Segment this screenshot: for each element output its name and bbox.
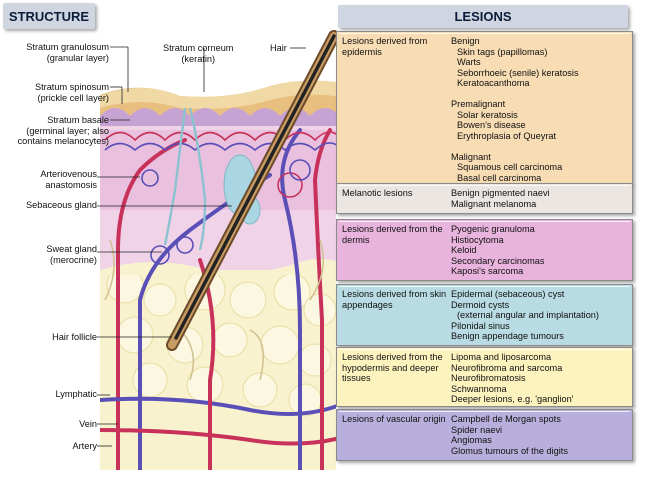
lesion-item: Deeper lesions, e.g. 'ganglion'	[451, 394, 574, 404]
lesion-item: Basal cell carcinoma	[457, 172, 542, 183]
lesion-item: Pyogenic granuloma	[451, 224, 535, 234]
lesion-item: Malignant melanoma	[451, 198, 537, 209]
lesion-item: Campbell de Morgan spots	[451, 414, 561, 424]
lesion-panel: Lesions of vascular origin Campbell de M…	[336, 409, 633, 461]
lesion-item: Keloid	[451, 245, 477, 255]
lesion-panel: Lesions derived from the hypodermis and …	[336, 347, 633, 407]
lesion-item: Kaposi's sarcoma	[451, 266, 524, 276]
lesion-item: Neurofibroma and sarcoma	[451, 362, 563, 373]
lesion-item: Schwannoma	[451, 383, 507, 394]
label-lymphatic: Lymphatic	[55, 389, 97, 399]
structure-header: STRUCTURE	[3, 3, 95, 29]
lesions-header: LESIONS	[338, 5, 628, 28]
lesion-panel: Lesions derived from the dermis Pyogenic…	[336, 219, 633, 281]
label-stratum-basale: Stratum basale (germinal layer; also con…	[17, 115, 109, 146]
label-sweat-gland: Sweat gland (merocrine)	[46, 244, 97, 265]
lesion-items: Benign pigmented naevi Malignant melanom…	[451, 188, 628, 209]
lesion-item: Histiocytoma	[451, 234, 504, 245]
lesion-items: Epidermal (sebaceous) cyst Dermoid cysts…	[451, 289, 628, 342]
lesion-item: Benign appendage tumours	[451, 331, 564, 341]
lesion-category: Lesions derived from the hypodermis and …	[342, 352, 443, 383]
lesion-items: Campbell de Morgan spots Spider naevi An…	[451, 414, 628, 456]
lesion-category: Lesions derived from skin appendages	[342, 289, 447, 310]
lesion-item: Erythroplasia of Queyrat	[457, 130, 557, 141]
lesion-item: Neurofibromatosis	[451, 373, 526, 383]
label-stratum-granulosum: Stratum granulosum (granular layer)	[26, 42, 109, 63]
lesion-item: Secondary carcinomas	[451, 255, 545, 266]
lesion-item: Malignant	[451, 151, 491, 162]
lesion-item: (external angular and implantation)	[457, 310, 599, 320]
label-hair: Hair	[270, 43, 287, 53]
lesion-item: Glomus tumours of the digits	[451, 445, 568, 456]
lesion-item: Lipoma and liposarcoma	[451, 352, 552, 362]
label-stratum-corneum: Stratum corneum (keratin)	[163, 43, 234, 64]
lesion-item: Skin tags (papillomas)	[457, 46, 548, 57]
lesion-category: Lesions of vascular origin	[342, 414, 446, 424]
lesion-item: Spider naevi	[451, 424, 503, 435]
lesion-panel: Melanotic lesions Benign pigmented naevi…	[336, 183, 633, 214]
lesion-item: Angiomas	[451, 435, 492, 445]
lesion-item: Squamous cell carcinoma	[457, 162, 563, 172]
lesion-item: Seborrhoeic (senile) keratosis	[457, 67, 579, 78]
lesion-category: Melanotic lesions	[342, 188, 413, 198]
lesion-item: Bowen's disease	[457, 120, 526, 130]
lesion-items: Lipoma and liposarcoma Neurofibroma and …	[451, 352, 628, 405]
label-sebaceous-gland: Sebaceous gland	[25, 200, 97, 210]
label-stratum-spinosum: Stratum spinosum (prickle cell layer)	[34, 82, 109, 103]
label-arteriovenous: Arteriovenous anastomosis	[40, 169, 97, 190]
label-hair-follicle: Hair follicle	[52, 332, 97, 342]
label-artery: Artery	[72, 441, 97, 451]
lesion-panel: Lesions derived from skin appendages Epi…	[336, 284, 633, 346]
lesion-item: Dermoid cysts	[451, 299, 510, 310]
lesion-panel: Lesions derived from epidermis Benign Sk…	[336, 31, 633, 184]
lesion-items: Pyogenic granuloma Histiocytoma Keloid S…	[451, 224, 628, 277]
lesion-items: Benign Skin tags (papillomas) Warts Sebo…	[451, 36, 628, 183]
lesion-item: Pilonidal sinus	[451, 320, 510, 331]
lesion-item: Keratoacanthoma	[457, 78, 530, 88]
label-vein: Vein	[79, 419, 97, 429]
lesion-item: Epidermal (sebaceous) cyst	[451, 289, 565, 299]
lesion-item: Benign pigmented naevi	[451, 188, 550, 198]
lesion-item: Benign	[451, 36, 480, 46]
lesion-item: Warts	[457, 57, 481, 67]
hair-shaft	[166, 30, 340, 351]
lesion-item: Premalignant	[451, 99, 506, 109]
lesion-category: Lesions derived from epidermis	[342, 36, 428, 57]
lesion-category: Lesions derived from the dermis	[342, 224, 443, 245]
lesion-item: Solar keratosis	[457, 109, 518, 120]
